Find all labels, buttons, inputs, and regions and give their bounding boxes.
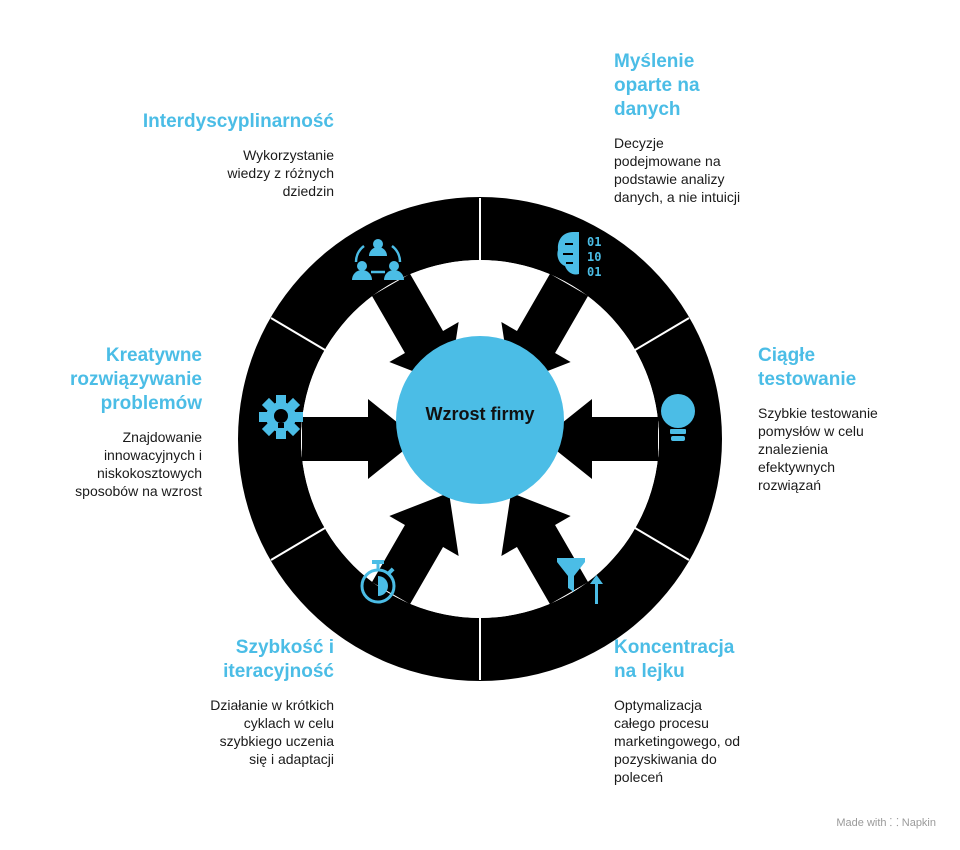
gear-bulb-icon — [259, 395, 303, 439]
stopwatch-icon — [360, 560, 396, 604]
arrow-right — [542, 399, 658, 479]
segment-description: Optymalizacja całego procesu marketingow… — [614, 697, 741, 785]
lightbulb-icon — [661, 394, 695, 441]
segment-creative-problem-solving: Kreatywne rozwiązywanie problemów Znajdo… — [20, 344, 202, 500]
arrow-bottom-left — [371, 492, 459, 605]
brain-binary-icon: 01 10 01 — [557, 232, 601, 279]
segment-title: Kreatywne rozwiązywanie problemów — [70, 345, 202, 414]
arrow-bottom-right — [501, 492, 589, 605]
center-hub — [396, 336, 564, 504]
funnel-arrow-icon — [557, 558, 603, 604]
segment-title: Szybkość i iteracyjność — [223, 637, 334, 682]
segment-dividers — [270, 198, 690, 680]
svg-text:01: 01 — [587, 265, 601, 279]
team-network-icon — [352, 239, 404, 280]
segment-description: Znajdowanie innowacyjnych i niskokosztow… — [75, 429, 202, 499]
segment-title: Myślenie oparte na danych — [614, 51, 700, 120]
segment-description: Działanie w krótkich cyklach w celu szyb… — [210, 697, 334, 767]
segment-funnel-focus: Koncentracja na lejku Optymalizacja całe… — [614, 636, 814, 786]
segment-title: Koncentracja na lejku — [614, 637, 735, 682]
center-label: Wzrost firmy — [425, 404, 535, 424]
svg-text:01: 01 — [587, 235, 601, 249]
segment-description: Decyzje podejmowane na podstawie analizy… — [614, 135, 741, 205]
segment-description: Wykorzystanie wiedzy z różnych dziedzin — [227, 147, 334, 199]
segment-title: Interdyscyplinarność — [142, 111, 334, 132]
segment-interdisciplinarity: Interdyscyplinarność Wykorzystanie wiedz… — [94, 110, 334, 200]
segment-speed-iteration: Szybkość i iteracyjność Działanie w krót… — [134, 636, 334, 768]
arrow-left — [302, 399, 418, 479]
segment-continuous-testing: Ciągłe testowanie Szybkie testowanie pom… — [758, 344, 948, 494]
segment-data-driven: Myślenie oparte na danych Decyzje podejm… — [614, 50, 804, 206]
segment-description: Szybkie testowanie pomysłów w celu znale… — [758, 405, 878, 493]
segment-title: Ciągłe testowanie — [758, 345, 857, 390]
footer-credit: Made with ⸬ Napkin — [836, 817, 936, 829]
svg-text:10: 10 — [587, 250, 601, 264]
